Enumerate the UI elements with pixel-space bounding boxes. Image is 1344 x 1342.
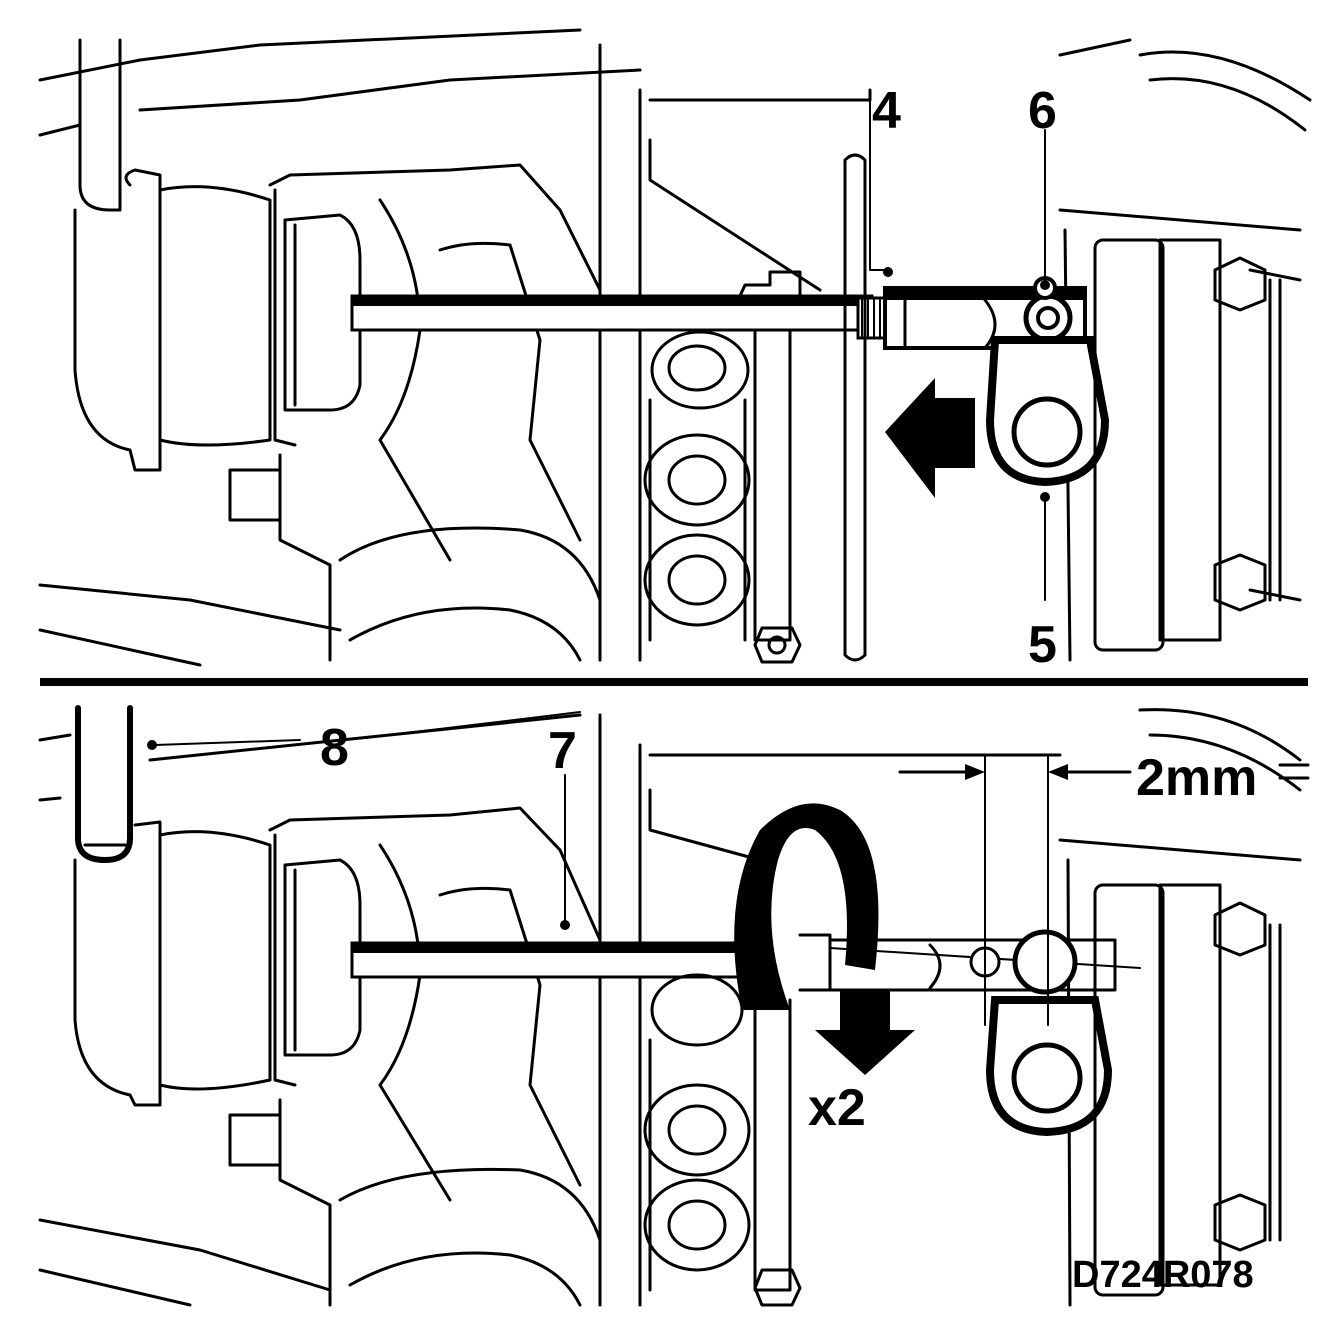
label-8: 8 [320,719,349,777]
label-x2: x2 [808,1079,866,1137]
label-7: 7 [548,722,577,780]
label-4: 4 [872,82,901,140]
bottom-right-flange [1093,883,1282,1297]
bottom-mount-rings [643,973,751,1292]
gap-dimension [898,754,1310,1026]
top-panel: 4 6 5 [38,28,1312,674]
figure-code: D724R078 [1072,1254,1254,1296]
top-engine-outline [38,28,1312,667]
top-mount-rings [643,330,802,664]
top-right-flange [1093,238,1282,652]
label-6: 6 [1028,82,1057,140]
label-5: 5 [1028,616,1057,674]
bottom-actuator-body [73,806,602,1307]
bottom-leaders [147,711,581,930]
label-2mm: 2mm [1136,749,1257,807]
bottom-engine-outline [38,708,1302,1307]
top-adjusting-rod [350,153,1087,662]
rotation-arrow-icon [734,803,915,1075]
top-actuator-body [73,38,602,662]
bottom-tool-rod [75,705,133,863]
bottom-adjusting-rod [350,929,1141,1307]
bottom-lever [985,996,1113,1137]
top-leaders [869,99,1050,601]
top-direction-arrow-icon [885,378,975,498]
top-lever [985,336,1110,487]
panel-divider [40,678,1308,686]
bottom-panel: 8 7 2mm x2 D724R078 [38,705,1310,1307]
